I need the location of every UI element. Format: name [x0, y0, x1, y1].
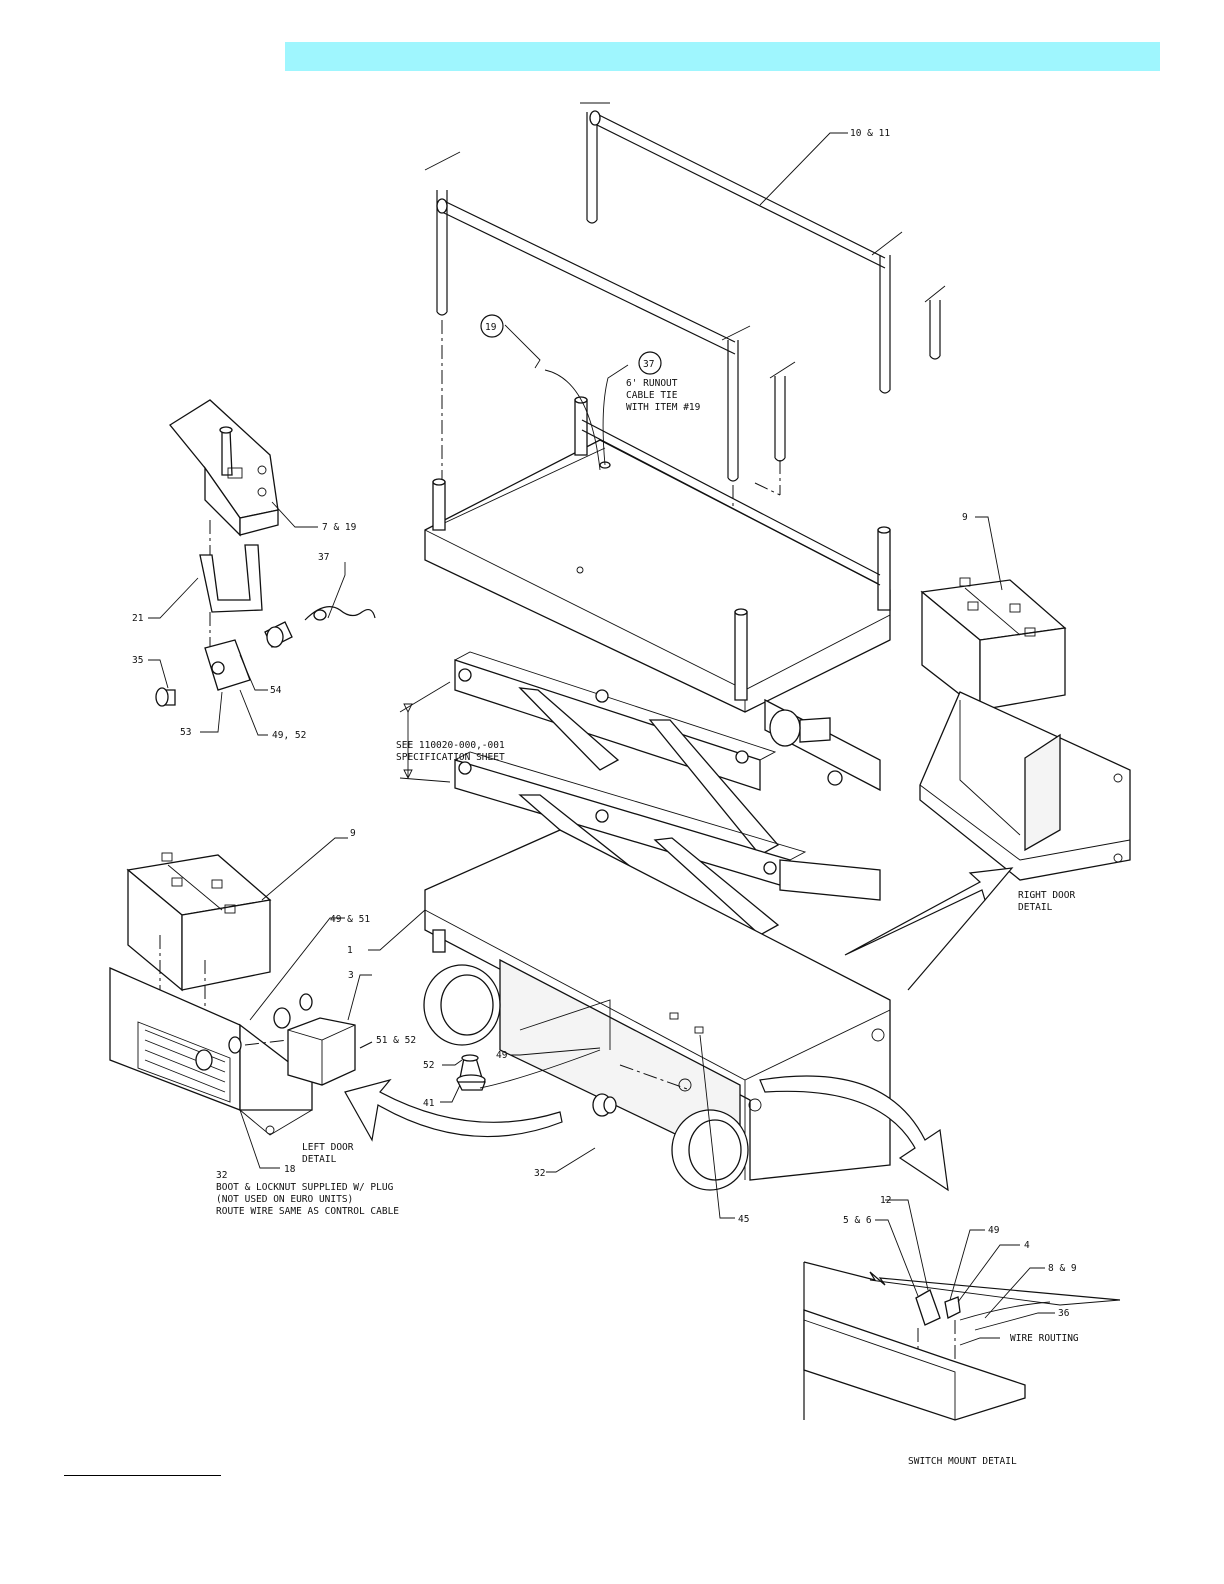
label-49: 49	[496, 1050, 508, 1061]
label-51-52: 51 & 52	[376, 1035, 416, 1046]
label-54: 54	[270, 685, 282, 696]
mount-bracket-53	[155, 606, 376, 707]
label-49-51: 49 & 51	[330, 914, 370, 925]
direction-arrows	[344, 867, 1014, 1192]
label-5-6: 5 & 6	[843, 1215, 872, 1226]
platform-deck	[424, 396, 891, 713]
label-18: 18	[284, 1164, 296, 1175]
spec-note-1: SEE 110020-000,-001	[396, 740, 505, 751]
label-45: 45	[738, 1214, 749, 1225]
bracket-21	[199, 544, 263, 660]
label-53: 53	[180, 727, 191, 738]
switch-mount-detail	[803, 1261, 1121, 1421]
label-9-left: 9	[350, 828, 356, 839]
callout-circle-37	[638, 351, 662, 375]
battery-pack-right	[920, 577, 1067, 712]
wire-routing-label: WIRE ROUTING	[1010, 1333, 1079, 1344]
label-21: 21	[132, 613, 144, 624]
plug-assembly-41	[456, 1049, 691, 1091]
label-10-11: 10 & 11	[850, 128, 890, 139]
left-door-tray	[109, 967, 313, 1136]
left-door-1: LEFT DOOR	[302, 1142, 354, 1153]
boot-note-2: (NOT USED ON EURO UNITS)	[216, 1194, 353, 1205]
label-32-left: 32	[216, 1170, 227, 1181]
right-door-2: DETAIL	[1018, 902, 1053, 913]
header-banner	[285, 42, 1160, 71]
label-8-9: 8 & 9	[1048, 1263, 1077, 1274]
callout-labels: 10 & 11 19 37 6' RUNOUT CABLE TIE WITH I…	[132, 128, 1079, 1467]
boot-note-3: ROUTE WIRE SAME AS CONTROL CABLE	[216, 1206, 399, 1217]
leader-lines	[148, 132, 1055, 1346]
label-49-switch: 49	[988, 1225, 1000, 1236]
control-box	[169, 399, 279, 560]
switch-mount-title: SWITCH MOUNT DETAIL	[908, 1456, 1017, 1467]
note-runout-1: 6' RUNOUT	[626, 378, 678, 389]
label-35: 35	[132, 655, 143, 666]
label-37-circle: 37	[643, 359, 654, 370]
label-3: 3	[348, 970, 354, 981]
chassis	[423, 829, 891, 1191]
spec-note-2: SPECIFICATION SHEET	[396, 752, 505, 763]
label-12: 12	[880, 1195, 891, 1206]
grommet-32	[592, 1093, 617, 1117]
label-37-cable: 37	[318, 552, 329, 563]
label-19-circle: 19	[485, 322, 497, 333]
label-41: 41	[423, 1098, 435, 1109]
label-52: 52	[423, 1060, 434, 1071]
label-4: 4	[1024, 1240, 1030, 1251]
label-9-right: 9	[962, 512, 968, 523]
label-1: 1	[347, 945, 353, 956]
boot-note-1: BOOT & LOCKNUT SUPPLIED W/ PLUG	[216, 1182, 394, 1193]
left-door-2: DETAIL	[302, 1154, 337, 1165]
motor-assembly-3	[228, 993, 373, 1086]
label-49-52: 49, 52	[272, 730, 306, 741]
label-32-chassis: 32	[534, 1168, 545, 1179]
callout-circle-19	[480, 314, 504, 338]
note-runout-3: WITH ITEM #19	[626, 402, 701, 413]
label-36: 36	[1058, 1308, 1070, 1319]
label-7-19: 7 & 19	[322, 522, 357, 533]
right-door-1: RIGHT DOOR	[1018, 890, 1075, 901]
note-runout-2: CABLE TIE	[626, 390, 678, 401]
right-door-tray	[919, 691, 1131, 881]
footer-rule	[64, 1475, 221, 1476]
battery-pack-left	[126, 852, 272, 1015]
